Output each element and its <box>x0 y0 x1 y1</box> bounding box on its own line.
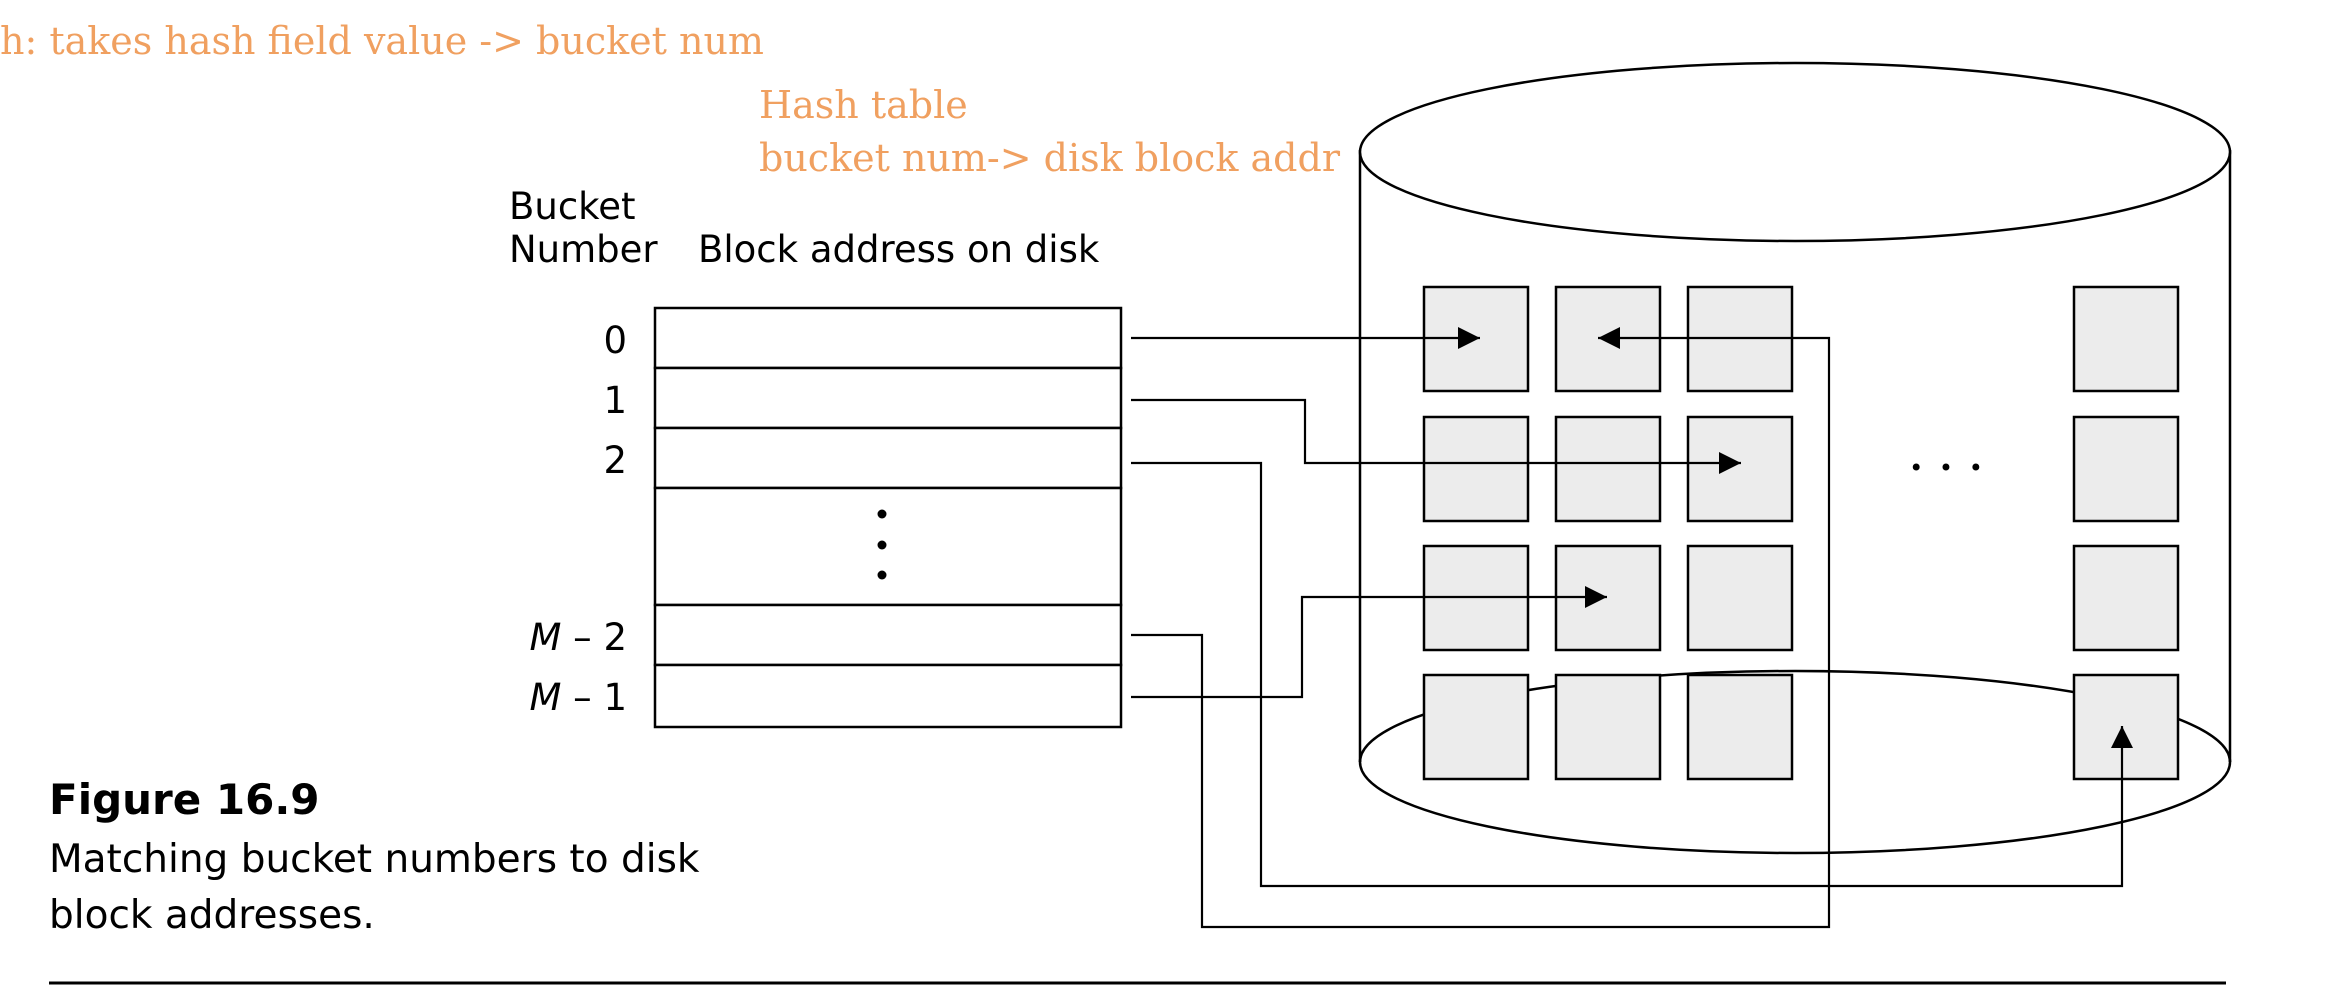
pointer-arrows <box>1131 327 2133 929</box>
bucket-header-line1: Bucket <box>509 185 636 228</box>
bucket-header-line2: Number <box>509 228 658 271</box>
disk-block <box>2072 544 2180 652</box>
disk-block <box>1554 415 1662 523</box>
bucket-label-2: 2 <box>603 439 627 482</box>
bucket-label-m-minus-2: M – 2 <box>529 616 627 659</box>
pointer-bucket-2 <box>1131 461 2133 888</box>
disk-ellipsis: • • • <box>1909 454 1987 482</box>
hash-function-note: h: takes hash field value -> bucket num <box>0 19 764 63</box>
bucket-label-m-minus-1: M – 1 <box>529 676 627 719</box>
bucket-label-m-minus-1-suffix: – 1 <box>561 676 627 719</box>
disk-block <box>1554 673 1662 781</box>
bucket-label-0: 0 <box>603 319 627 362</box>
vertical-ellipsis-dot <box>877 509 887 519</box>
table-row <box>653 306 1123 370</box>
table-row <box>653 663 1123 729</box>
disk-block <box>1422 415 1530 523</box>
disk-block <box>2072 285 2180 393</box>
table-row <box>653 426 1123 490</box>
pointer-bucket-m-minus-1 <box>1131 586 1607 699</box>
hash-table-note: Hash table <box>759 83 968 127</box>
block-address-header: Block address on disk <box>698 228 1100 271</box>
bucket-label-1: 1 <box>603 379 627 422</box>
table-row <box>653 366 1123 430</box>
figure-caption-text: Matching bucket numbers to disk block ad… <box>49 837 700 938</box>
disk-block <box>1422 673 1530 781</box>
disk-block <box>2072 673 2180 781</box>
bucket-label-m-minus-2-var: M <box>529 616 561 659</box>
pointer-bucket-1 <box>1131 398 1741 474</box>
pointer-bucket-m-minus-2 <box>1131 327 1831 929</box>
bucket-label-m-minus-1-var: M <box>529 676 561 719</box>
hash-table <box>653 306 1123 729</box>
vertical-ellipsis-dot <box>877 540 887 550</box>
disk-block <box>1686 673 1794 781</box>
disk-block <box>1686 544 1794 652</box>
table-row <box>653 603 1123 667</box>
vertical-ellipsis-dot <box>877 570 887 580</box>
bucket-to-block-note: bucket num-> disk block addr <box>759 139 1340 177</box>
figure-caption-title: Figure 16.9 <box>49 775 320 824</box>
disk-block <box>2072 415 2180 523</box>
table-gap-row <box>653 486 1123 607</box>
disk-top-ellipse <box>1358 61 2232 243</box>
disk-block <box>1686 415 1794 523</box>
bucket-label-m-minus-2-suffix: – 2 <box>561 616 627 659</box>
